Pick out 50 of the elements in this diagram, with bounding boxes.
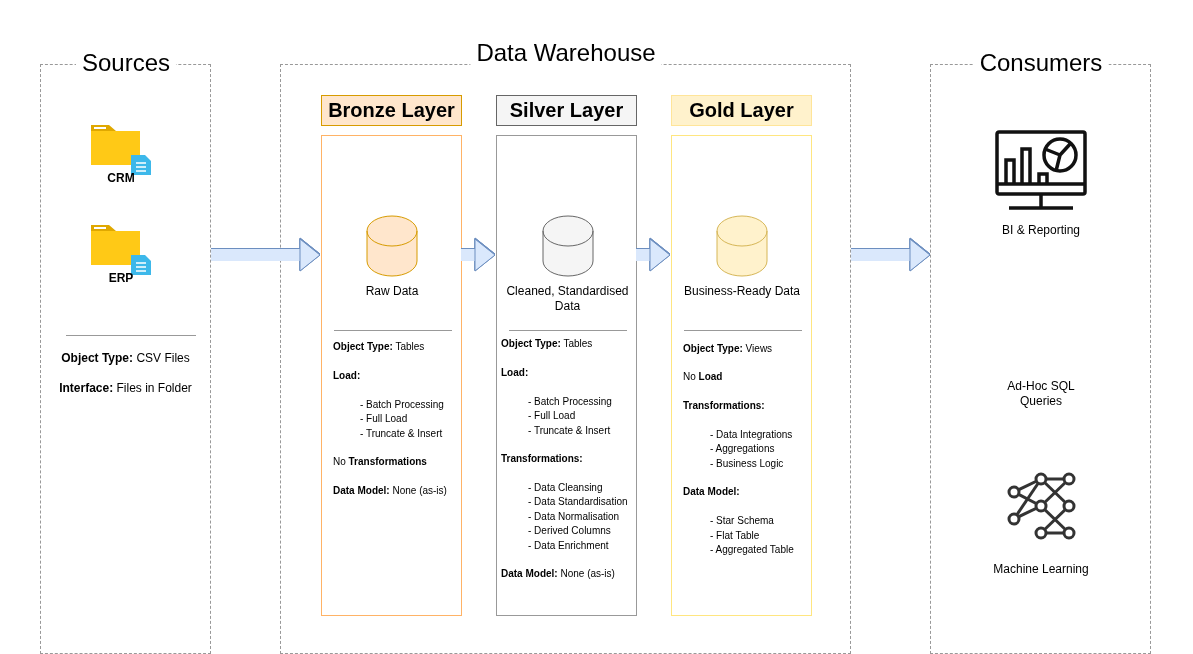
arrow	[851, 238, 931, 272]
node-label: ERP	[107, 271, 135, 286]
detail-text: No Transformations	[333, 456, 427, 468]
detail-text: - Aggregations	[710, 443, 775, 455]
layer-header: Silver Layer	[496, 95, 637, 126]
detail-text: Transformations:	[683, 400, 765, 412]
detail-text: Data Model: None (as-is)	[333, 485, 447, 497]
group-title: Data Warehouse	[470, 41, 662, 65]
node-label: BI & Reporting	[1000, 223, 1081, 238]
detail-text: - Truncate & Insert	[360, 428, 443, 440]
node-label: CRM	[106, 171, 136, 186]
detail-text: - Data Enrichment	[528, 540, 609, 552]
node-label: Ad-Hoc SQL Queries	[1006, 379, 1076, 409]
detail-text: - Star Schema	[710, 515, 774, 527]
detail-text: - Aggregated Table	[710, 544, 794, 556]
layer-header: Gold Layer	[671, 95, 812, 126]
detail-text: - Batch Processing	[360, 399, 444, 411]
detail-text: Interface: Files in Folder	[58, 382, 193, 394]
detail-text: - Full Load	[360, 413, 408, 425]
detail-text: Load:	[501, 367, 529, 379]
detail-text: - Business Logic	[710, 458, 784, 470]
detail-text: - Derived Columns	[528, 525, 611, 537]
detail-text: - Data Standardisation	[528, 496, 628, 508]
detail-text: Object Type: Tables	[333, 341, 425, 353]
layer-panel	[496, 135, 637, 616]
detail-text: No Load	[683, 371, 723, 383]
detail-text: Object Type: CSV Files	[60, 352, 191, 364]
arrow	[211, 238, 321, 272]
arrow	[461, 238, 496, 272]
node-label: Cleaned, Standardised Data	[505, 284, 630, 314]
arrow	[636, 238, 671, 272]
layer-panel	[671, 135, 812, 616]
detail-text: Object Type: Tables	[501, 338, 593, 350]
detail-text: - Truncate & Insert	[528, 425, 611, 437]
detail-text: Data Model:	[683, 486, 740, 498]
node-label: Machine Learning	[992, 562, 1090, 577]
detail-text: - Flat Table	[710, 530, 760, 542]
detail-text: - Full Load	[528, 410, 576, 422]
detail-text: Transformations:	[501, 453, 583, 465]
detail-text: Data Model: None (as-is)	[501, 568, 615, 580]
node-label: Business-Ready Data	[682, 284, 802, 299]
layer-header: Bronze Layer	[321, 95, 462, 126]
detail-text: - Data Normalisation	[528, 511, 620, 523]
detail-text: Load:	[333, 370, 361, 382]
node-label: Raw Data	[364, 284, 420, 299]
detail-text: - Batch Processing	[528, 396, 612, 408]
detail-text: - Data Cleansing	[528, 482, 603, 494]
detail-text: Object Type: Views	[683, 343, 773, 355]
detail-text: - Data Integrations	[710, 429, 793, 441]
layer-panel	[321, 135, 462, 616]
